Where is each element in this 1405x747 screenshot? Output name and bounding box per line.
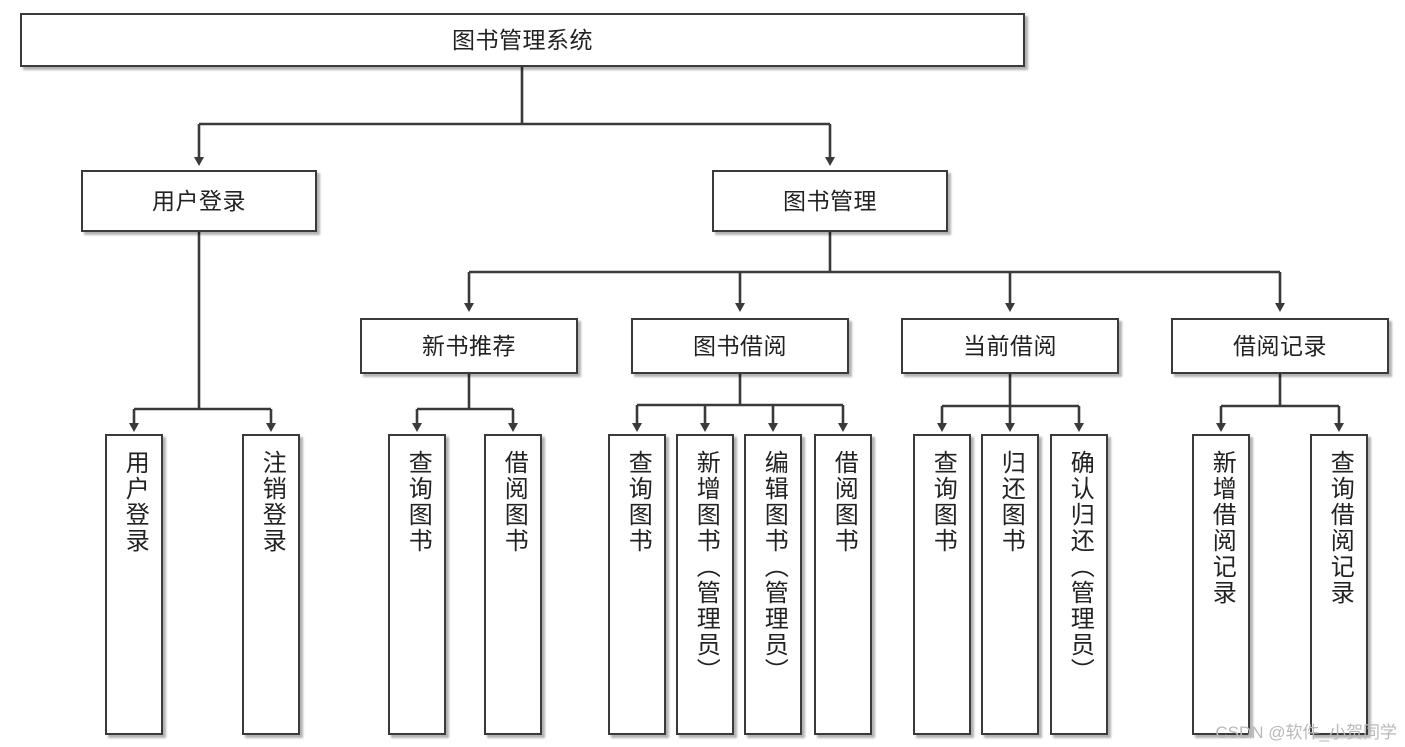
node-root[interactable]: 图书管理系统 (20, 13, 1025, 67)
node-user-login-label: 用户登录 (152, 187, 246, 214)
node-leaf-query-book-3-label: 查询图书 (929, 450, 957, 554)
node-book-borrow[interactable]: 图书借阅 (631, 318, 849, 374)
node-root-label: 图书管理系统 (452, 26, 593, 53)
node-leaf-logout-label: 注销登录 (258, 450, 286, 554)
node-leaf-query-book-1-label: 查询图书 (404, 450, 432, 554)
node-leaf-logout[interactable]: 注销登录 (242, 434, 300, 735)
node-book-borrow-label: 图书借阅 (693, 332, 787, 359)
node-leaf-user-login[interactable]: 用户登录 (105, 434, 163, 735)
node-current-borrow-label: 当前借阅 (963, 332, 1057, 359)
node-book-management[interactable]: 图书管理 (712, 170, 948, 232)
node-leaf-return-book-label: 归还图书 (997, 450, 1025, 554)
node-leaf-query-borrow-record-label: 查询借阅记录 (1326, 450, 1354, 606)
node-new-book-recommend[interactable]: 新书推荐 (360, 318, 578, 374)
node-borrow-record[interactable]: 借阅记录 (1171, 318, 1389, 374)
node-leaf-return-book[interactable]: 归还图书 (981, 434, 1039, 735)
node-leaf-confirm-return-admin[interactable]: 确认归还（管理员） (1050, 434, 1108, 735)
node-leaf-borrow-book-2-label: 借阅图书 (830, 450, 858, 554)
csdn-watermark: CSDN @软件_小贺同学 (1215, 723, 1397, 742)
node-current-borrow[interactable]: 当前借阅 (901, 318, 1119, 374)
node-borrow-record-label: 借阅记录 (1233, 332, 1327, 359)
node-leaf-query-book-1[interactable]: 查询图书 (388, 434, 446, 735)
node-leaf-borrow-book-2[interactable]: 借阅图书 (814, 434, 872, 735)
node-leaf-add-borrow-record-label: 新增借阅记录 (1208, 450, 1236, 606)
node-leaf-user-login-label: 用户登录 (121, 450, 149, 554)
node-leaf-query-book-2[interactable]: 查询图书 (608, 434, 666, 735)
node-leaf-edit-book-admin-label: 编辑图书（管理员） (760, 450, 788, 684)
node-leaf-add-borrow-record[interactable]: 新增借阅记录 (1192, 434, 1250, 735)
node-leaf-query-book-3[interactable]: 查询图书 (913, 434, 971, 735)
node-leaf-query-book-2-label: 查询图书 (624, 450, 652, 554)
node-leaf-query-borrow-record[interactable]: 查询借阅记录 (1310, 434, 1368, 735)
node-book-management-label: 图书管理 (783, 187, 877, 214)
node-new-book-recommend-label: 新书推荐 (422, 332, 516, 359)
node-leaf-borrow-book-1-label: 借阅图书 (500, 450, 528, 554)
node-leaf-borrow-book-1[interactable]: 借阅图书 (484, 434, 542, 735)
node-leaf-add-book-admin[interactable]: 新增图书（管理员） (676, 434, 734, 735)
node-leaf-confirm-return-admin-label: 确认归还（管理员） (1066, 450, 1094, 684)
node-user-login[interactable]: 用户登录 (81, 170, 317, 232)
node-leaf-add-book-admin-label: 新增图书（管理员） (692, 450, 720, 684)
node-leaf-edit-book-admin[interactable]: 编辑图书（管理员） (744, 434, 802, 735)
